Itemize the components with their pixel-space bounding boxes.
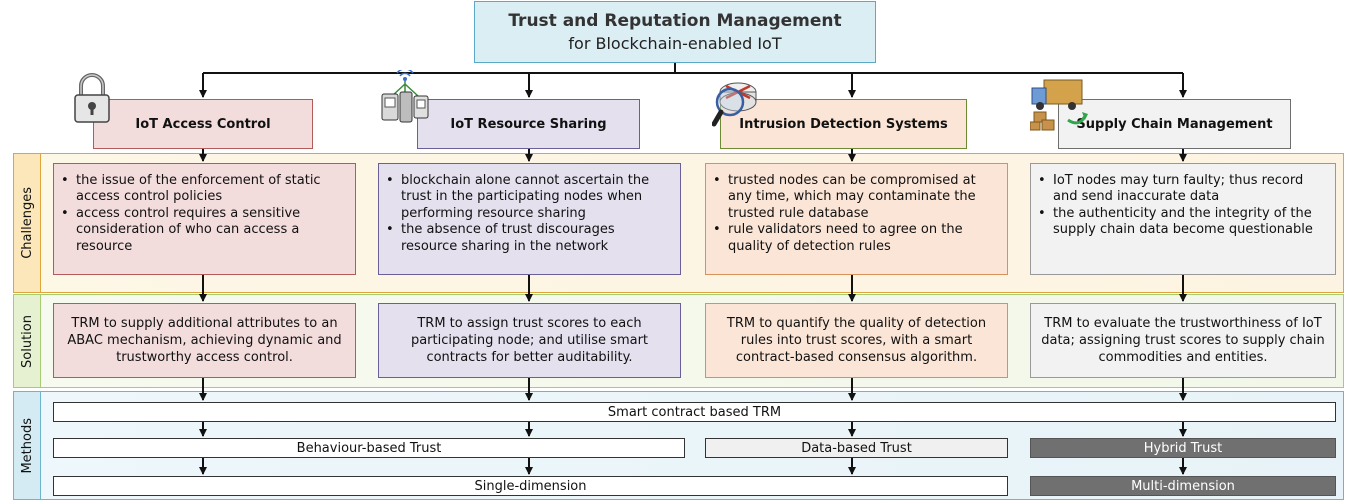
category-supply-chain: Supply Chain Management xyxy=(1058,99,1291,149)
method-single-dimension: Single-dimension xyxy=(53,476,1008,496)
challenge-item: blockchain alone cannot ascertain the tr… xyxy=(386,173,674,222)
category-intrusion-detection: Intrusion Detection Systems xyxy=(720,99,967,149)
methods-row-label: Methods xyxy=(13,391,41,500)
method-smart-contract-trm: Smart contract based TRM xyxy=(53,402,1336,422)
padlock-icon xyxy=(74,73,110,123)
challenge-item: trusted nodes can be compromised at any … xyxy=(713,173,1001,222)
challenges-iot-access-control: the issue of the enforcement of static a… xyxy=(53,163,356,275)
challenges-row-label: Challenges xyxy=(13,153,41,293)
solution-supply-chain: TRM to evaluate the trustworthiness of I… xyxy=(1030,303,1336,378)
delivery-truck-icon xyxy=(1030,79,1088,131)
title-line-1: Trust and Reputation Management xyxy=(508,11,842,31)
category-iot-resource-sharing: IoT Resource Sharing xyxy=(417,99,640,149)
challenge-item: the issue of the enforcement of static a… xyxy=(61,173,349,206)
solution-row-label: Solution xyxy=(13,294,41,388)
solution-iot-resource-sharing: TRM to assign trust scores to each parti… xyxy=(378,303,681,378)
solution-intrusion-detection: TRM to quantify the quality of detection… xyxy=(705,303,1008,378)
method-hybrid-trust: Hybrid Trust xyxy=(1030,438,1336,458)
method-multi-dimension: Multi-dimension xyxy=(1030,476,1336,496)
diagram-title-box: Trust and Reputation Management for Bloc… xyxy=(474,1,876,63)
category-iot-access-control: IoT Access Control xyxy=(93,99,313,149)
challenge-item: the absence of trust discourages resourc… xyxy=(386,222,674,255)
title-line-2: for Blockchain-enabled IoT xyxy=(568,34,782,53)
challenge-item: IoT nodes may turn faulty; thus record a… xyxy=(1038,173,1329,206)
method-behaviour-based-trust: Behaviour-based Trust xyxy=(53,438,685,458)
challenge-item: access control requires a sensitive cons… xyxy=(61,206,349,255)
challenges-supply-chain: IoT nodes may turn faulty; thus record a… xyxy=(1030,163,1336,275)
challenge-item: rule validators need to agree on the qua… xyxy=(713,222,1001,255)
magnifier-router-icon xyxy=(712,82,757,127)
challenge-item: the authenticity and the integrity of th… xyxy=(1038,206,1329,239)
solution-iot-access-control: TRM to supply additional attributes to a… xyxy=(53,303,356,378)
shared-devices-icon xyxy=(381,70,429,123)
challenges-intrusion-detection: trusted nodes can be compromised at any … xyxy=(705,163,1008,275)
method-data-based-trust: Data-based Trust xyxy=(705,438,1008,458)
challenges-iot-resource-sharing: blockchain alone cannot ascertain the tr… xyxy=(378,163,681,275)
